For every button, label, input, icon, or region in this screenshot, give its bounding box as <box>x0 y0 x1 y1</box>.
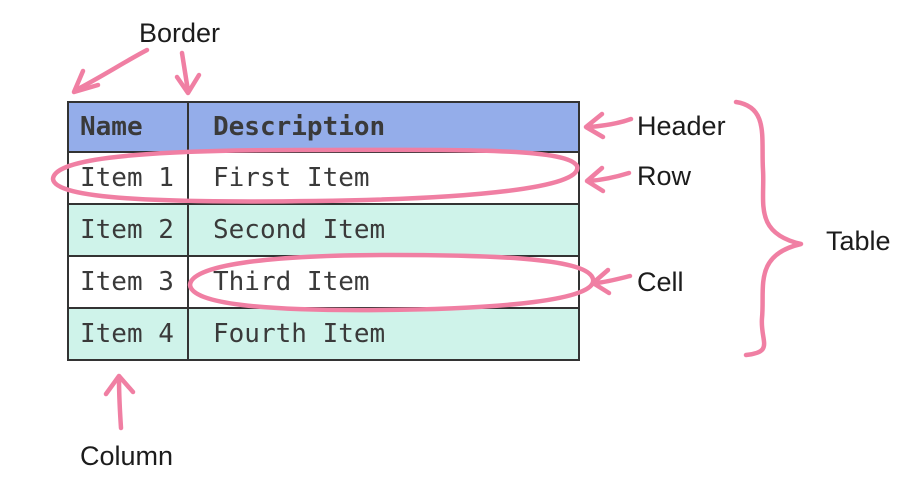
table-cell-name: Item 3 <box>67 255 189 309</box>
column-header-name: Name <box>67 101 189 153</box>
demo-table: Name Description Item 1 First Item Item … <box>67 101 580 361</box>
cell-arrow-icon <box>590 267 633 296</box>
table-cell-name: Item 2 <box>67 203 189 257</box>
table-cell-description: Fourth Item <box>187 307 580 361</box>
table-row: Item 3 Third Item <box>67 255 580 309</box>
border-arrow-down-icon <box>174 50 202 96</box>
column-arrow-icon <box>103 373 136 431</box>
table-cell-name: Item 4 <box>67 307 189 361</box>
border-label: Border <box>139 18 221 48</box>
table-row: Item 4 Fourth Item <box>67 307 580 361</box>
table-cell-description: Second Item <box>187 203 580 257</box>
column-label: Column <box>80 441 174 471</box>
row-label: Row <box>637 161 692 191</box>
table-label: Table <box>826 226 891 256</box>
table-cell-description: First Item <box>187 151 580 205</box>
column-header-description: Description <box>187 101 580 153</box>
border-arrow-diagonal-icon <box>71 47 150 95</box>
header-arrow-icon <box>583 111 634 140</box>
table-cell-description: Third Item <box>187 255 580 309</box>
table-row: Item 1 First Item <box>67 151 580 205</box>
table-cell-name: Item 1 <box>67 151 189 205</box>
header-label: Header <box>637 111 726 141</box>
header-row: Name Description <box>67 101 580 153</box>
table-row: Item 2 Second Item <box>67 203 580 257</box>
row-arrow-icon <box>584 165 632 194</box>
table-brace-icon <box>733 99 804 358</box>
cell-label: Cell <box>637 267 684 297</box>
